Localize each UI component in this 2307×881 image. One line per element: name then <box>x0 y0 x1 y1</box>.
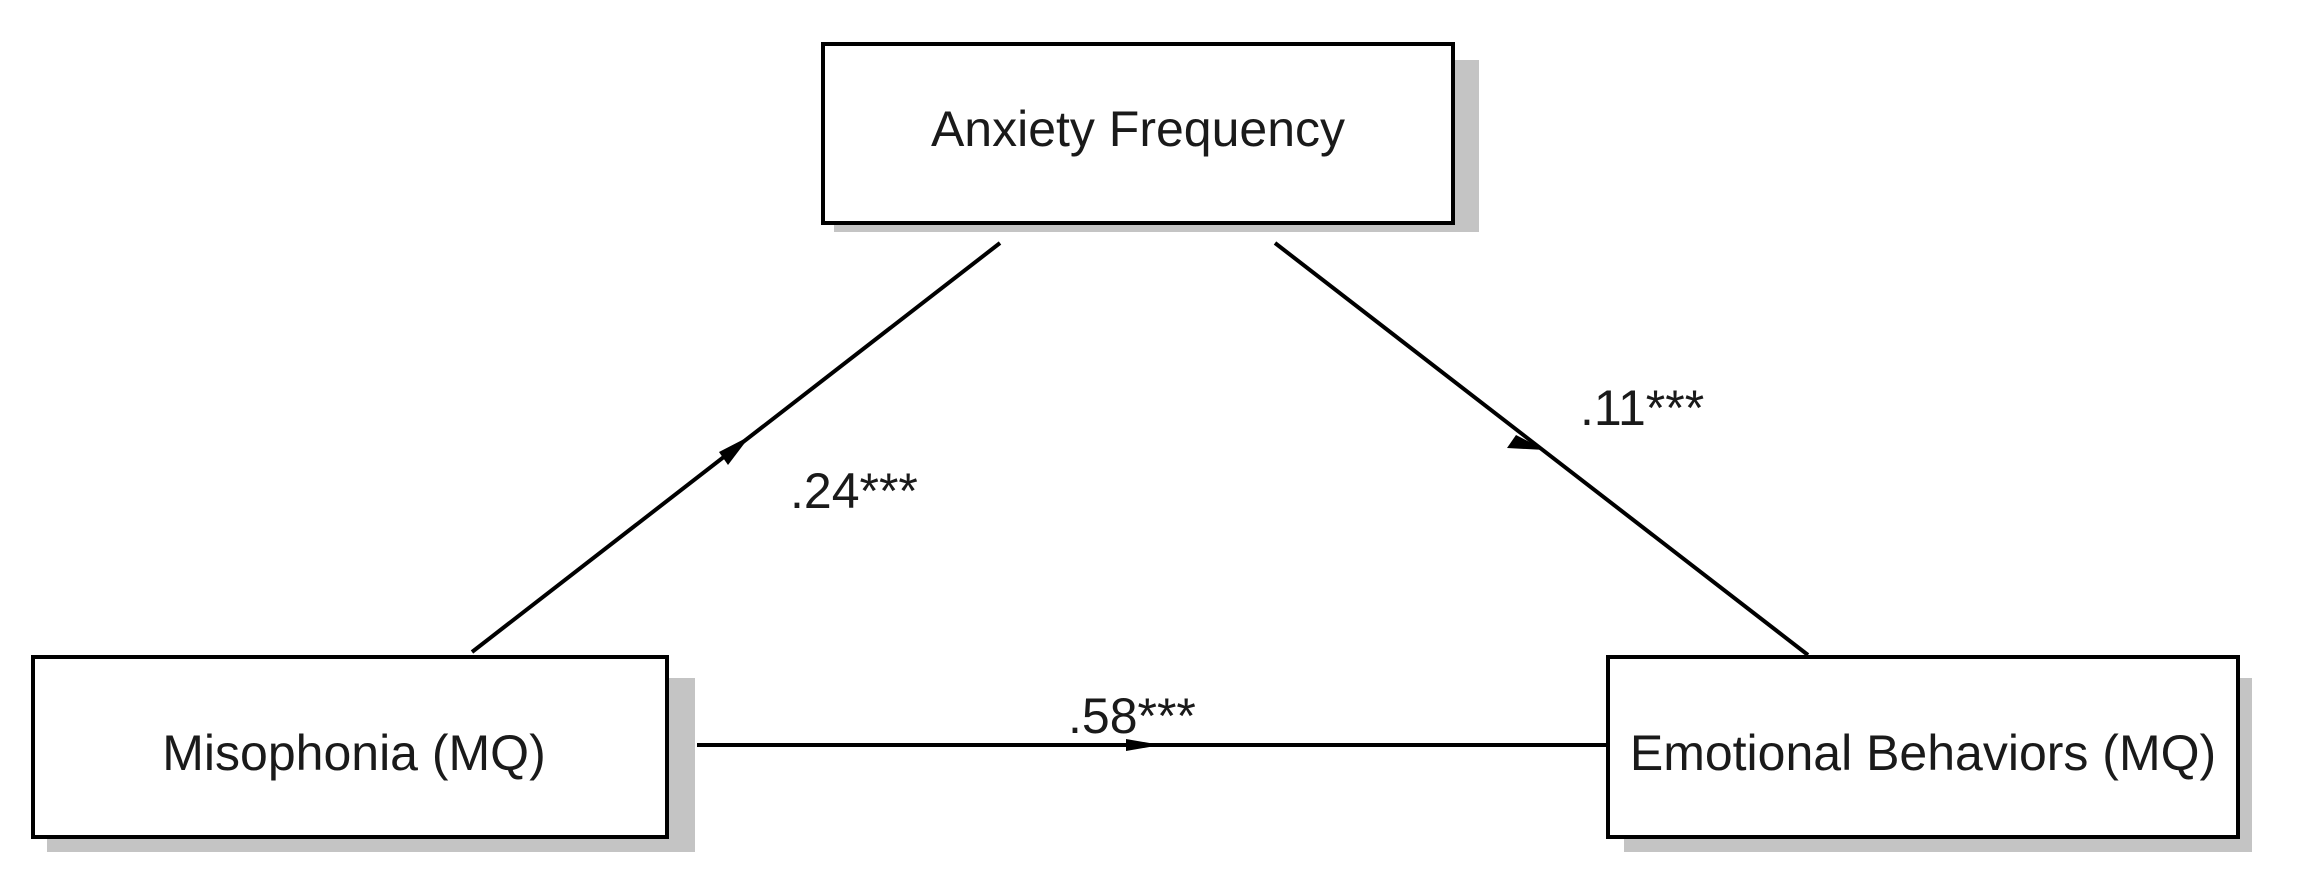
path-c-arrowhead <box>1126 739 1161 751</box>
path-a <box>470 241 1002 654</box>
path-a-arrowhead <box>719 436 750 465</box>
node-misophonia: Misophonia (MQ) <box>31 655 695 852</box>
path-b <box>1273 241 1810 657</box>
node-emotional-behaviors: Emotional Behaviors (MQ) <box>1606 655 2252 852</box>
coefficient-path-b: .11*** <box>1580 380 1704 436</box>
node-label-anxiety-frequency: Anxiety Frequency <box>931 101 1345 157</box>
path-c <box>697 739 1608 751</box>
coefficient-path-c: .58*** <box>1068 688 1196 744</box>
node-box <box>31 655 669 839</box>
node-label-emotional-behaviors: Emotional Behaviors (MQ) <box>1630 725 2216 781</box>
node-box <box>821 42 1455 225</box>
node-label-misophonia: Misophonia (MQ) <box>162 725 545 781</box>
node-anxiety-frequency: Anxiety Frequency <box>821 42 1479 232</box>
path-b-arrowhead <box>1507 435 1545 450</box>
coefficient-path-a: .24*** <box>790 463 918 519</box>
node-box <box>1606 655 2240 839</box>
